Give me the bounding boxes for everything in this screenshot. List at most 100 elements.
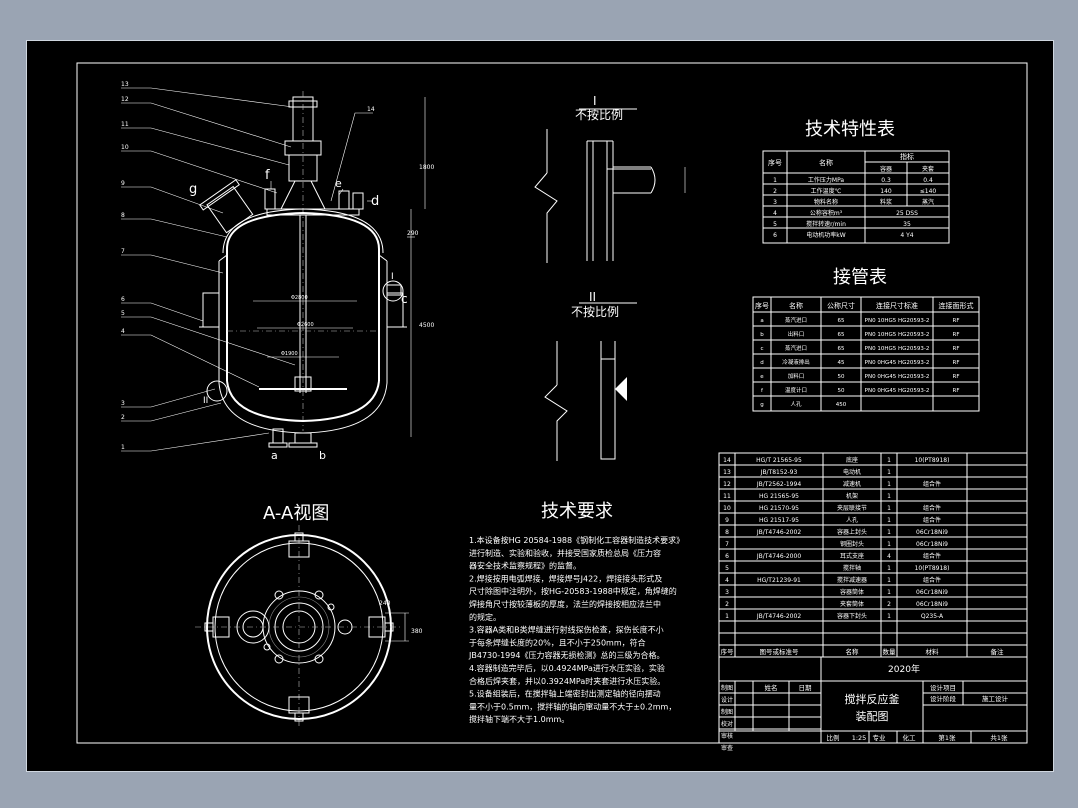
bom-cell: JB/T8152-93: [760, 469, 798, 476]
bom-header: 备注: [991, 647, 1005, 656]
bom-cell: 06Cr18Ni9: [916, 529, 948, 536]
bom-cell: 06Cr18Ni9: [916, 589, 948, 596]
nozzle-cell: d: [760, 360, 764, 366]
bom-cell: JB/T4746-2000: [756, 553, 801, 560]
nozzle-letter: d: [371, 194, 379, 209]
bom-cell: 搅拌减速器: [837, 576, 867, 584]
dimension-label: 240: [379, 600, 391, 607]
nozzle-cell: RF: [953, 360, 960, 366]
requirement-line: 5.设备组装后，在搅拌轴上端密封出测定轴的径向摆动: [469, 689, 661, 699]
nozzle-header: 名称: [789, 301, 803, 310]
tech-table-title: 技术特性表: [805, 119, 895, 140]
callout-number: 8: [121, 212, 125, 219]
bom-cell: 机架: [846, 492, 858, 500]
callout-number: 9: [121, 180, 125, 187]
dimension-label: 1800: [419, 164, 434, 171]
nozzle-cell: 65: [838, 346, 845, 352]
bom-cell: 夹套筒体: [840, 600, 864, 608]
title-field: 施工设计: [982, 694, 1009, 703]
requirement-line: 焊接角尺寸按较薄板的厚度，法兰的焊接按相应法兰中: [469, 599, 661, 609]
bom-header: 数量: [883, 647, 897, 656]
bom-cell: HG/T 21565-95: [756, 457, 802, 464]
bom-cell: 10(PT8918): [915, 457, 950, 464]
title-role: 制图: [721, 684, 733, 692]
nozzle-letter: a: [271, 449, 278, 462]
vessel-elevation: [121, 87, 426, 452]
callout-number: 11: [121, 121, 129, 128]
nozzle-header: 连接尺寸标准: [876, 301, 918, 310]
title-role: 校对: [721, 720, 733, 728]
nozzle-cell: b: [760, 332, 764, 338]
tech-cell: 工作温度℃: [811, 187, 842, 195]
title-field: 设计项目: [930, 683, 956, 692]
nozzle-cell: PN0 10HG5 HG20593-2: [865, 318, 930, 324]
bom-header: 序号: [721, 647, 735, 656]
nozzle-letter: b: [319, 449, 326, 462]
nozzle-cell: PN0 10HG5 HG20593-2: [865, 332, 930, 338]
title-role: 审查: [721, 744, 733, 752]
nozzle-header: 连接面形式: [939, 301, 974, 310]
nozzle-cell: f: [761, 388, 764, 394]
detail-2: [544, 302, 637, 461]
nozzle-header: 公称尺寸: [827, 301, 855, 310]
bom-cell: 减速机: [843, 480, 861, 488]
bom-cell: Q235-A: [921, 613, 944, 620]
title-field: 共1张: [990, 733, 1008, 742]
nozzle-cell: 45: [838, 360, 845, 366]
bom-cell: 06Cr18Ni9: [916, 601, 948, 608]
bom-cell: 2: [887, 601, 891, 608]
tech-header: 名称: [819, 158, 833, 167]
requirement-line: 合格后焊夹套，并以0.3924MPa时夹套进行水压实验。: [469, 676, 665, 686]
nozzle-cell: PN0 0HG45 HG20593-2: [865, 360, 930, 366]
bom-cell: 10: [723, 505, 731, 512]
tech-cell: 4: [773, 210, 777, 217]
nozzle-cell: 温度计口: [785, 386, 807, 394]
dimension-label: 4500: [419, 322, 434, 329]
tech-cell: 35: [903, 221, 911, 228]
tech-cell: 电动机功率kW: [806, 231, 845, 239]
bom-cell: 1: [887, 505, 891, 512]
tech-cell: 搅拌转速r/min: [806, 220, 846, 228]
requirement-line: 3.容器A类和B类焊缝进行射线探伤检查，探伤长度不小: [469, 625, 664, 635]
bom-cell: 5: [725, 565, 729, 572]
bom-cell: 容器上封头: [837, 528, 867, 536]
bom-cell: 13: [723, 469, 731, 476]
dimension-label: 380: [411, 628, 423, 635]
tech-cell: 4 Y4: [900, 232, 913, 239]
callout-number: 2: [121, 414, 125, 421]
bom-cell: HG/T21239-91: [757, 577, 801, 584]
title-role: 审核: [721, 732, 733, 740]
dimension-label: Φ2600: [297, 322, 314, 328]
tech-cell: 1: [773, 177, 777, 184]
nozzle-cell: 冷凝液排出: [782, 358, 810, 366]
nozzle-table-grid: [752, 296, 980, 412]
bom-cell: 1: [887, 481, 891, 488]
requirement-line: 器安全技术监察规程》的监督。: [469, 561, 581, 571]
bom-cell: HG 21565-95: [759, 493, 799, 500]
bom-year: 2020年: [888, 663, 920, 675]
requirement-line: 于每条焊缝长度的20%，且不小于250mm，符合: [469, 637, 646, 647]
bom-cell: 人孔: [846, 516, 858, 524]
nozzle-cell: 65: [838, 318, 845, 324]
bom-cell: 7: [725, 541, 729, 548]
requirement-line: 进行制造、实验和验收，并接受国家质检总局《压力容: [469, 548, 661, 558]
title-field: 专业: [873, 733, 887, 742]
detail-1: [534, 108, 686, 263]
outer-frame: [76, 62, 1028, 744]
detail-2-note: 不按比例: [571, 305, 619, 319]
tech-cell: 工作压力MPa: [808, 176, 845, 184]
nozzle-letter: f: [265, 168, 270, 183]
tech-cell: 5: [773, 221, 777, 228]
title-field: 比例: [827, 733, 840, 742]
nozzle-cell: PN0 0HG45 HG20593-2: [865, 388, 930, 394]
dimension-label: Φ1900: [281, 351, 298, 357]
bom-cell: JB/T4746-2002: [756, 529, 801, 536]
bom-cell: 11: [723, 493, 731, 500]
nozzle-letter: I: [391, 272, 394, 282]
bom-cell: 1: [887, 517, 891, 524]
title-field: 化工: [903, 733, 917, 742]
tech-cell: 3: [773, 199, 777, 206]
drawing-title: 搅拌反应釜: [845, 692, 900, 706]
bom-cell: 1: [725, 613, 729, 620]
